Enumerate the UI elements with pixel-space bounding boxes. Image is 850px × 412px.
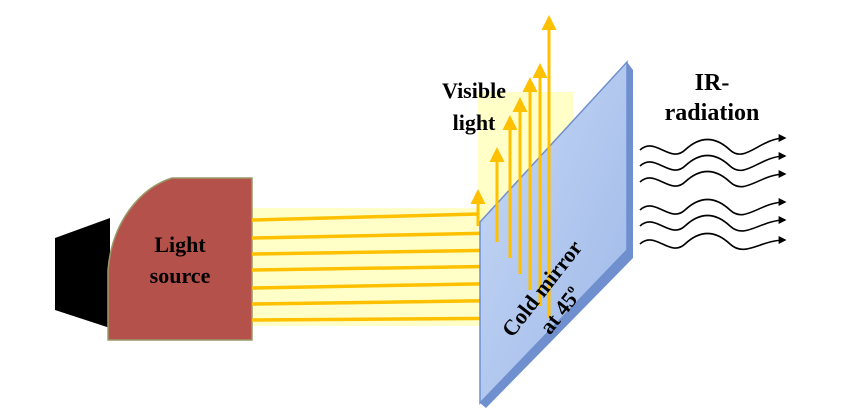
light-source-icon xyxy=(107,177,253,341)
mirror-icon xyxy=(479,60,633,408)
ir-label-line2: radiation xyxy=(665,100,760,126)
beam-corners xyxy=(476,214,542,306)
source-label-line1: Light xyxy=(154,232,206,257)
nozzle-icon xyxy=(55,218,110,328)
source-label-line2: source xyxy=(150,263,211,288)
ir-label-line1: IR- xyxy=(695,70,730,96)
reflected-beams xyxy=(470,15,557,318)
ir-wave-icon xyxy=(639,134,787,250)
visible-label-line2: light xyxy=(453,110,496,135)
visible-label-line1: Visible xyxy=(442,78,506,103)
